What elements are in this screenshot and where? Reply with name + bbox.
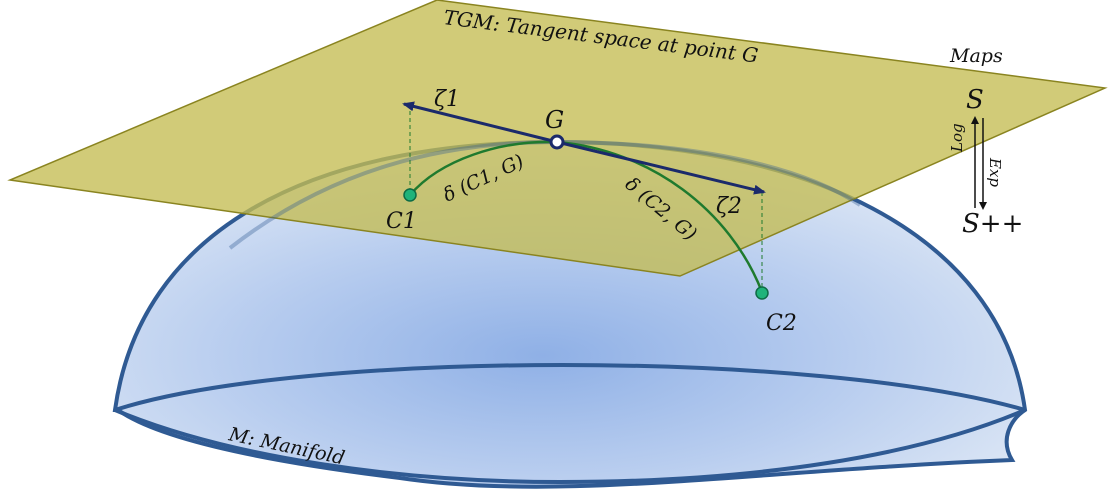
manifold-rim-back	[114, 363, 1026, 412]
point-c1-label: C1	[386, 209, 417, 234]
vector-zeta2	[556, 140, 766, 195]
space-s-label: S	[966, 85, 984, 115]
vector-zeta1	[402, 101, 558, 144]
point-c2-label: C2	[766, 311, 797, 336]
exp-label: Exp	[986, 157, 1004, 187]
point-c2	[755, 286, 769, 300]
space-spp-label: S++	[962, 209, 1023, 239]
point-g	[549, 134, 565, 150]
maps-title: Maps	[949, 45, 1003, 67]
point-g-label: G	[545, 106, 564, 134]
manifold-rim-front	[114, 408, 1026, 485]
zeta1-label: ζ1	[434, 87, 460, 112]
geodesic-c1-g	[409, 140, 558, 196]
log-label: Log	[948, 123, 966, 153]
geodesic-c2-g	[556, 140, 764, 293]
maps-legend: Maps S S++ Log Exp	[948, 45, 1023, 239]
zeta2-label: ζ2	[716, 194, 742, 219]
point-c1	[403, 188, 417, 202]
